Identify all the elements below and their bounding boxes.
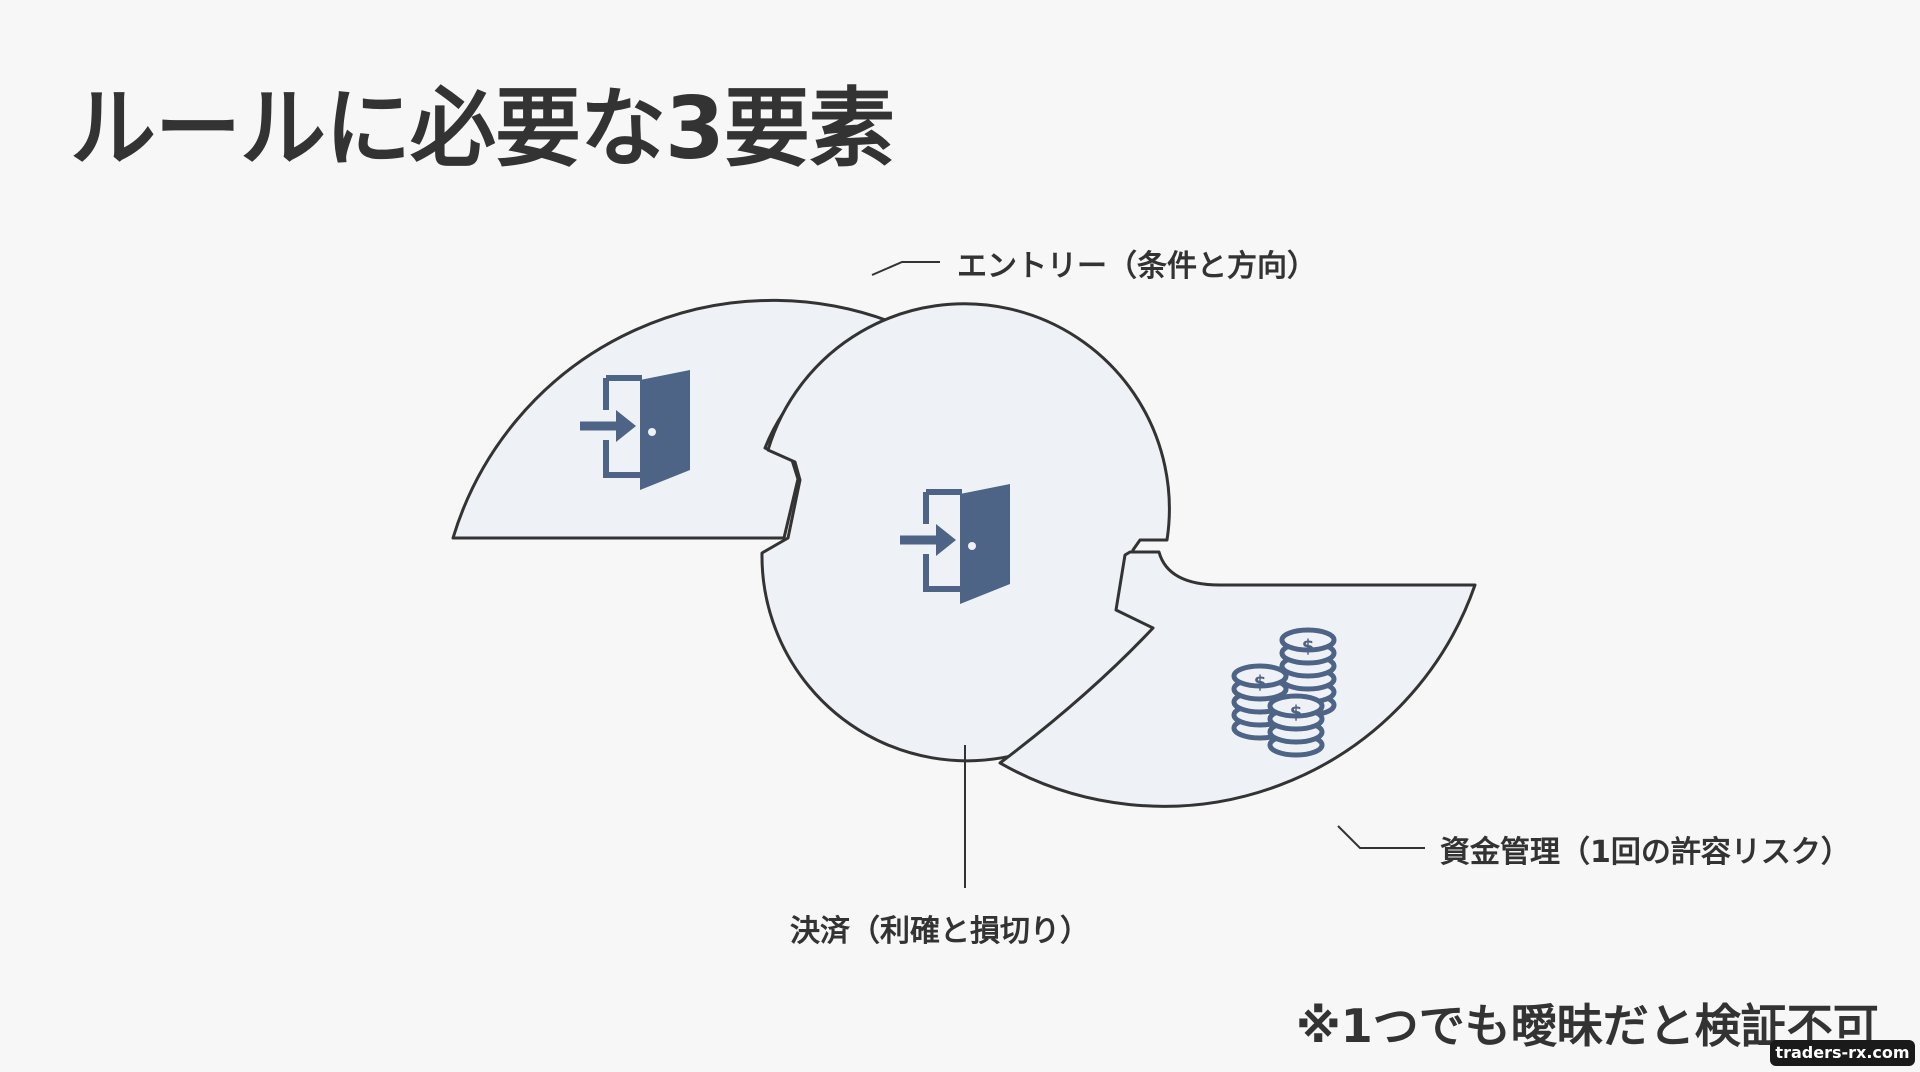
entry-leader-line — [871, 261, 940, 276]
money-label: 資金管理（1回の許容リスク） — [1440, 835, 1851, 870]
slide-title: ルールに必要な3要素 — [70, 79, 895, 179]
dollar-sign-icon: $ — [1302, 636, 1315, 657]
money-leader-line — [1337, 825, 1425, 849]
door-enter-icon — [900, 484, 1010, 604]
door-enter-icon — [580, 370, 690, 490]
watermark-badge: traders-rx.com — [1770, 1040, 1915, 1066]
coin-stack-icon — [1231, 627, 1337, 758]
exit-label: 決済（利確と損切り） — [790, 914, 1090, 949]
dollar-sign-icon: $ — [1254, 672, 1267, 693]
dollar-sign-icon: $ — [1290, 702, 1303, 723]
entry-label: エントリー（条件と方向） — [957, 249, 1317, 284]
